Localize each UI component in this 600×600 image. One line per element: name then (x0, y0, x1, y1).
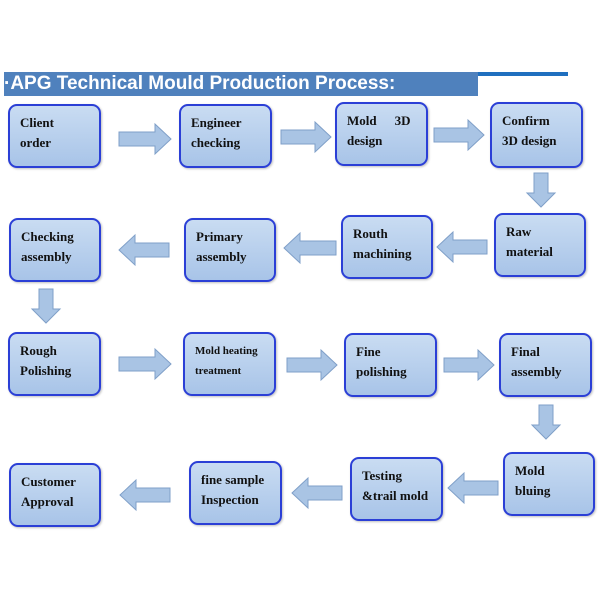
step-mold-3d-design: Mold 3D design (335, 102, 428, 166)
arrow-left-icon (447, 471, 499, 505)
step-line-2: treatment (195, 365, 242, 377)
arrow-right-icon (433, 118, 485, 152)
step-line-2: 3D design (502, 133, 557, 148)
step-mold-bluing: Mold bluing (503, 452, 595, 516)
arrow-right-icon (280, 120, 332, 154)
step-line-2: assembly (21, 249, 72, 264)
step-line-2: polishing (356, 364, 407, 379)
arrow-left-icon (283, 231, 337, 265)
step-fine-polishing: Fine polishing (344, 333, 437, 397)
step-primary-assembly: Primary assembly (184, 218, 276, 282)
step-line-2: checking (191, 135, 241, 150)
step-confirm-3d-design: Confirm 3D design (490, 102, 583, 168)
step-line-1: Rough (20, 343, 57, 358)
step-final-assembly: Final assembly (499, 333, 592, 397)
step-line-1: Customer (21, 474, 76, 489)
step-line-1: Final (511, 344, 540, 359)
step-engineer-checking: Engineer checking (179, 104, 272, 168)
step-customer-approval: Customer Approval (9, 463, 101, 527)
step-line-2: machining (353, 246, 412, 261)
step-line-1: Mold 3D (347, 111, 410, 131)
step-line-1: Primary (196, 229, 243, 244)
step-line-2: design (347, 133, 383, 148)
arrow-down-icon (530, 404, 562, 440)
step-line-1: Routh (353, 226, 388, 241)
step-checking-assembly: Checking assembly (9, 218, 101, 282)
arrow-left-icon (291, 476, 343, 510)
arrow-right-icon (118, 347, 172, 381)
diagram-title: ·APG Technical Mould Production Process: (4, 72, 478, 96)
arrow-down-icon (525, 172, 557, 208)
step-line-2: assembly (196, 249, 247, 264)
step-line-1: fine sample (201, 472, 265, 487)
step-line-1: Confirm (502, 113, 550, 128)
arrow-left-icon (436, 230, 488, 264)
step-line-1: Mold heating (195, 345, 258, 357)
step-line-1: Mold (515, 463, 545, 478)
arrow-left-icon (118, 233, 170, 267)
arrow-down-icon (30, 288, 62, 324)
step-line-1: Client (20, 115, 54, 130)
step-raw-material: Raw material (494, 213, 586, 277)
step-client-order: Client order (8, 104, 101, 168)
step-line-2: bluing (515, 483, 551, 498)
arrow-left-icon (119, 478, 171, 512)
step-testing-trail-mold: Testing &trail mold (350, 457, 443, 521)
title-rule (478, 72, 568, 76)
step-line-2: Polishing (20, 363, 72, 378)
step-routh-machining: Routh machining (341, 215, 433, 279)
step-line-2: Inspection (201, 492, 259, 507)
arrow-right-icon (286, 348, 338, 382)
arrow-right-icon (443, 348, 495, 382)
step-line-1: Engineer (191, 115, 242, 130)
step-line-2: order (20, 135, 52, 150)
step-line-1: Checking (21, 229, 74, 244)
step-word: 3D (394, 113, 411, 128)
step-line-1: Raw (506, 224, 532, 239)
step-line-1: Fine (356, 344, 381, 359)
step-mold-heating-treatment: Mold heating treatment (183, 332, 276, 396)
step-line-2: Approval (21, 494, 74, 509)
step-line-2: &trail mold (362, 488, 429, 503)
step-line-1: Testing (362, 468, 402, 483)
step-line-2: material (506, 244, 553, 259)
step-fine-sample-inspection: fine sample Inspection (189, 461, 282, 525)
step-line-2: assembly (511, 364, 562, 379)
step-rough-polishing: Rough Polishing (8, 332, 101, 396)
step-word: Mold (347, 113, 377, 128)
arrow-right-icon (118, 122, 172, 156)
